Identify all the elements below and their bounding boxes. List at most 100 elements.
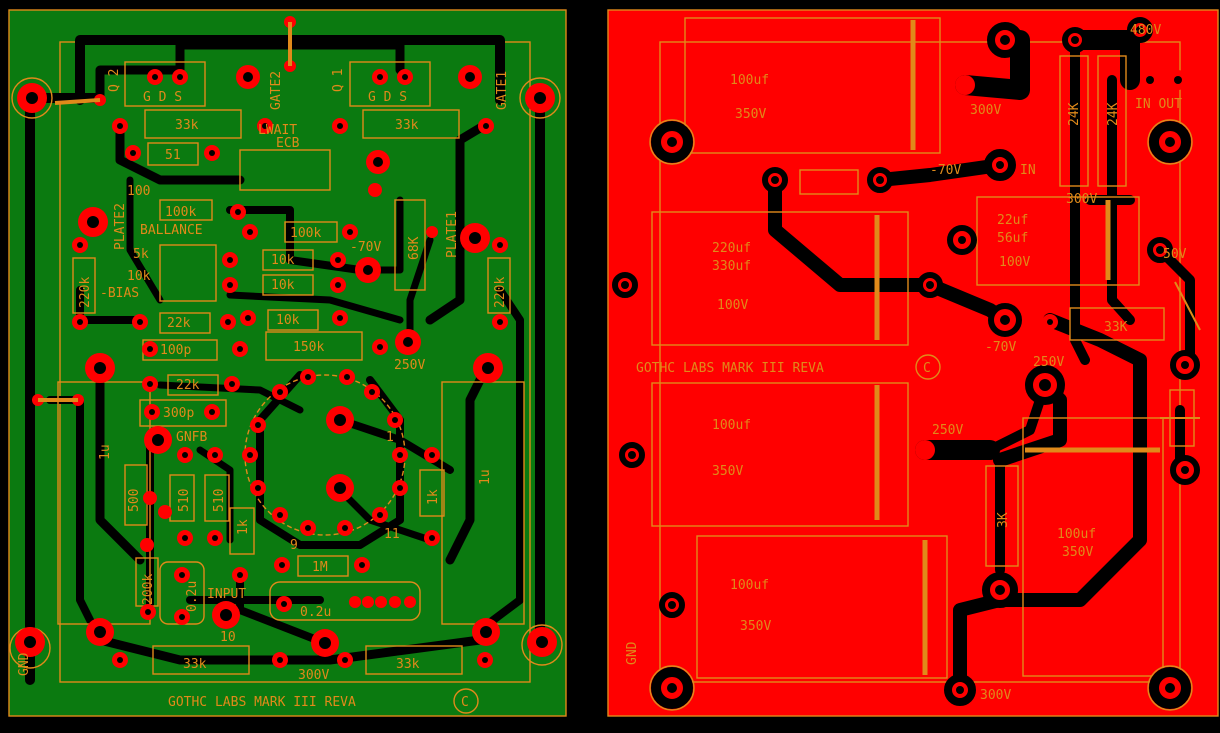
- label-cap2-val-b: 330uf: [712, 259, 751, 274]
- label-cap5-val: 100uf: [1057, 527, 1096, 542]
- label-in: IN: [1020, 163, 1036, 178]
- label-cap-top-val: 100uf: [730, 73, 769, 88]
- label-v-minus70-b: -70V: [985, 340, 1016, 355]
- label-c-300p: 300p: [163, 406, 194, 421]
- label-r-100k-mid: 100k: [290, 226, 321, 241]
- label-gnd: GND: [17, 652, 32, 676]
- label-cap3-val-a: 22uf: [997, 213, 1028, 228]
- label-r-1k-a: 1k: [236, 519, 251, 535]
- label-copyright: C: [461, 695, 469, 710]
- label-ballance: BALLANCE: [140, 223, 203, 238]
- label-bias: -BIAS: [100, 286, 139, 301]
- right-board-outline: [607, 9, 1219, 717]
- label-cap6-val: 100uf: [730, 578, 769, 593]
- label-r-10k-a: 10k: [271, 253, 295, 268]
- label-r-33k-top-left: 33k: [175, 118, 199, 133]
- label-v-300-bot: 300V: [980, 688, 1011, 703]
- label-q2: Q 2: [107, 69, 122, 92]
- label-input: INPUT: [207, 587, 246, 602]
- label-plate1: PLATE1: [445, 211, 460, 258]
- label-cap3-val-b: 56uf: [997, 231, 1028, 246]
- label-cap2-val-a: 220uf: [712, 241, 751, 256]
- label-r-3k: 3K: [996, 512, 1011, 528]
- label-gate2: GATE2: [269, 71, 284, 110]
- label-r-510-a: 510: [177, 489, 192, 512]
- label-gnd: GND: [625, 641, 640, 665]
- label-c-1u-left: 1u: [98, 444, 113, 460]
- label-cap4-val: 100uf: [712, 418, 751, 433]
- label-v-250-a: 250V: [1033, 355, 1064, 370]
- label-cap5-v: 350V: [1062, 545, 1093, 560]
- label-c-0-2u-b: 0.2u: [300, 605, 331, 620]
- label-r-24k-a: 24K: [1067, 102, 1082, 126]
- label-gate1: GATE1: [495, 71, 510, 110]
- label-q1: Q 1: [331, 69, 346, 92]
- label-v-minus70: -70V: [930, 163, 961, 178]
- label-r-33k: 33K: [1104, 320, 1128, 335]
- label-r-68k: 68K: [407, 236, 422, 260]
- label-cap2-v: 100V: [717, 298, 748, 313]
- label-r-510-b: 510: [212, 489, 227, 512]
- label-r-5k: 5k: [133, 247, 149, 262]
- label-plate2: PLATE2: [113, 203, 128, 250]
- label-r-150k: 150k: [293, 340, 324, 355]
- label-r-10k-b: 10k: [271, 278, 295, 293]
- label-q2-pins: G D S: [143, 90, 182, 105]
- label-r-51: 51: [165, 148, 181, 163]
- label-title: GOTHC LABS MARK III REVA: [636, 361, 824, 376]
- label-pin-9: 9: [290, 538, 298, 553]
- label-copyright: C: [923, 361, 931, 376]
- label-v-480: 480V: [1130, 23, 1161, 38]
- label-r-100k: 100k: [165, 205, 196, 220]
- label-cap6-v: 350V: [740, 619, 771, 634]
- right-pads: [612, 17, 1200, 709]
- label-v-300-top: 300V: [970, 103, 1001, 118]
- label-v-250: 250V: [394, 358, 425, 373]
- label-r-22k-b: 22k: [176, 378, 200, 393]
- label-cap3-v: 100V: [999, 255, 1030, 270]
- right-board: 100uf 350V 480V 24K 24K IN OUT 300V -70V…: [607, 9, 1219, 717]
- label-v-50: 50V: [1163, 247, 1187, 262]
- label-r-200k: 200k: [141, 574, 156, 605]
- label-lwait: LWAIT: [258, 123, 297, 138]
- label-q1-pins: G D S: [368, 90, 407, 105]
- left-jumpers: [38, 22, 292, 402]
- right-labels: 100uf 350V 480V 24K 24K IN OUT 300V -70V…: [625, 23, 1187, 703]
- label-r-220k-right: 220k: [493, 277, 508, 308]
- label-r-220k-left: 220k: [78, 277, 93, 308]
- label-pin-1: 1: [386, 430, 394, 445]
- left-board-outline: [8, 9, 567, 717]
- label-v-300-mid: 300V: [1066, 192, 1097, 207]
- left-silkscreen: [9, 61, 563, 714]
- label-r-33k-top-right: 33k: [395, 118, 419, 133]
- label-r-10k-left: 10k: [127, 269, 151, 284]
- label-r-100: 100: [127, 184, 150, 199]
- label-v-250-b: 250V: [932, 423, 963, 438]
- label-footer: GOTHC LABS MARK III REVA: [168, 695, 356, 710]
- label-r-33k-bot-right: 33k: [396, 657, 420, 672]
- right-silkscreen: [649, 17, 1201, 711]
- label-r-33k-bot-left: 33k: [183, 657, 207, 672]
- label-r-24k-b: 24K: [1106, 102, 1121, 126]
- label-r-22k-a: 22k: [167, 316, 191, 331]
- label-gnfb: GNFB: [176, 430, 207, 445]
- label-r-1k-b: 1k: [426, 489, 441, 505]
- label-r-10k-c: 10k: [276, 313, 300, 328]
- label-v-300: 300V: [298, 668, 329, 683]
- label-cap4-v: 350V: [712, 464, 743, 479]
- left-labels: Q 2 G D S GATE2 Q 1 G D S GATE1 33k 33k …: [17, 69, 510, 710]
- label-c-100p: 100p: [160, 343, 191, 358]
- label-v-minus70: -70V: [350, 240, 381, 255]
- label-pin-11: 11: [384, 527, 400, 542]
- label-cap-top-v: 350V: [735, 107, 766, 122]
- label-c-0-2u-a: 0.2u: [185, 581, 200, 612]
- label-pin-10: 10: [220, 630, 236, 645]
- label-r-1m: 1M: [312, 560, 328, 575]
- label-c-1u-right: 1u: [478, 469, 493, 485]
- label-r-500: 500: [127, 489, 142, 512]
- label-in-out: IN OUT: [1135, 97, 1182, 112]
- left-board: Q 2 G D S GATE2 Q 1 G D S GATE1 33k 33k …: [8, 9, 567, 717]
- label-ecb: ECB: [276, 136, 300, 151]
- left-pads: [15, 16, 557, 668]
